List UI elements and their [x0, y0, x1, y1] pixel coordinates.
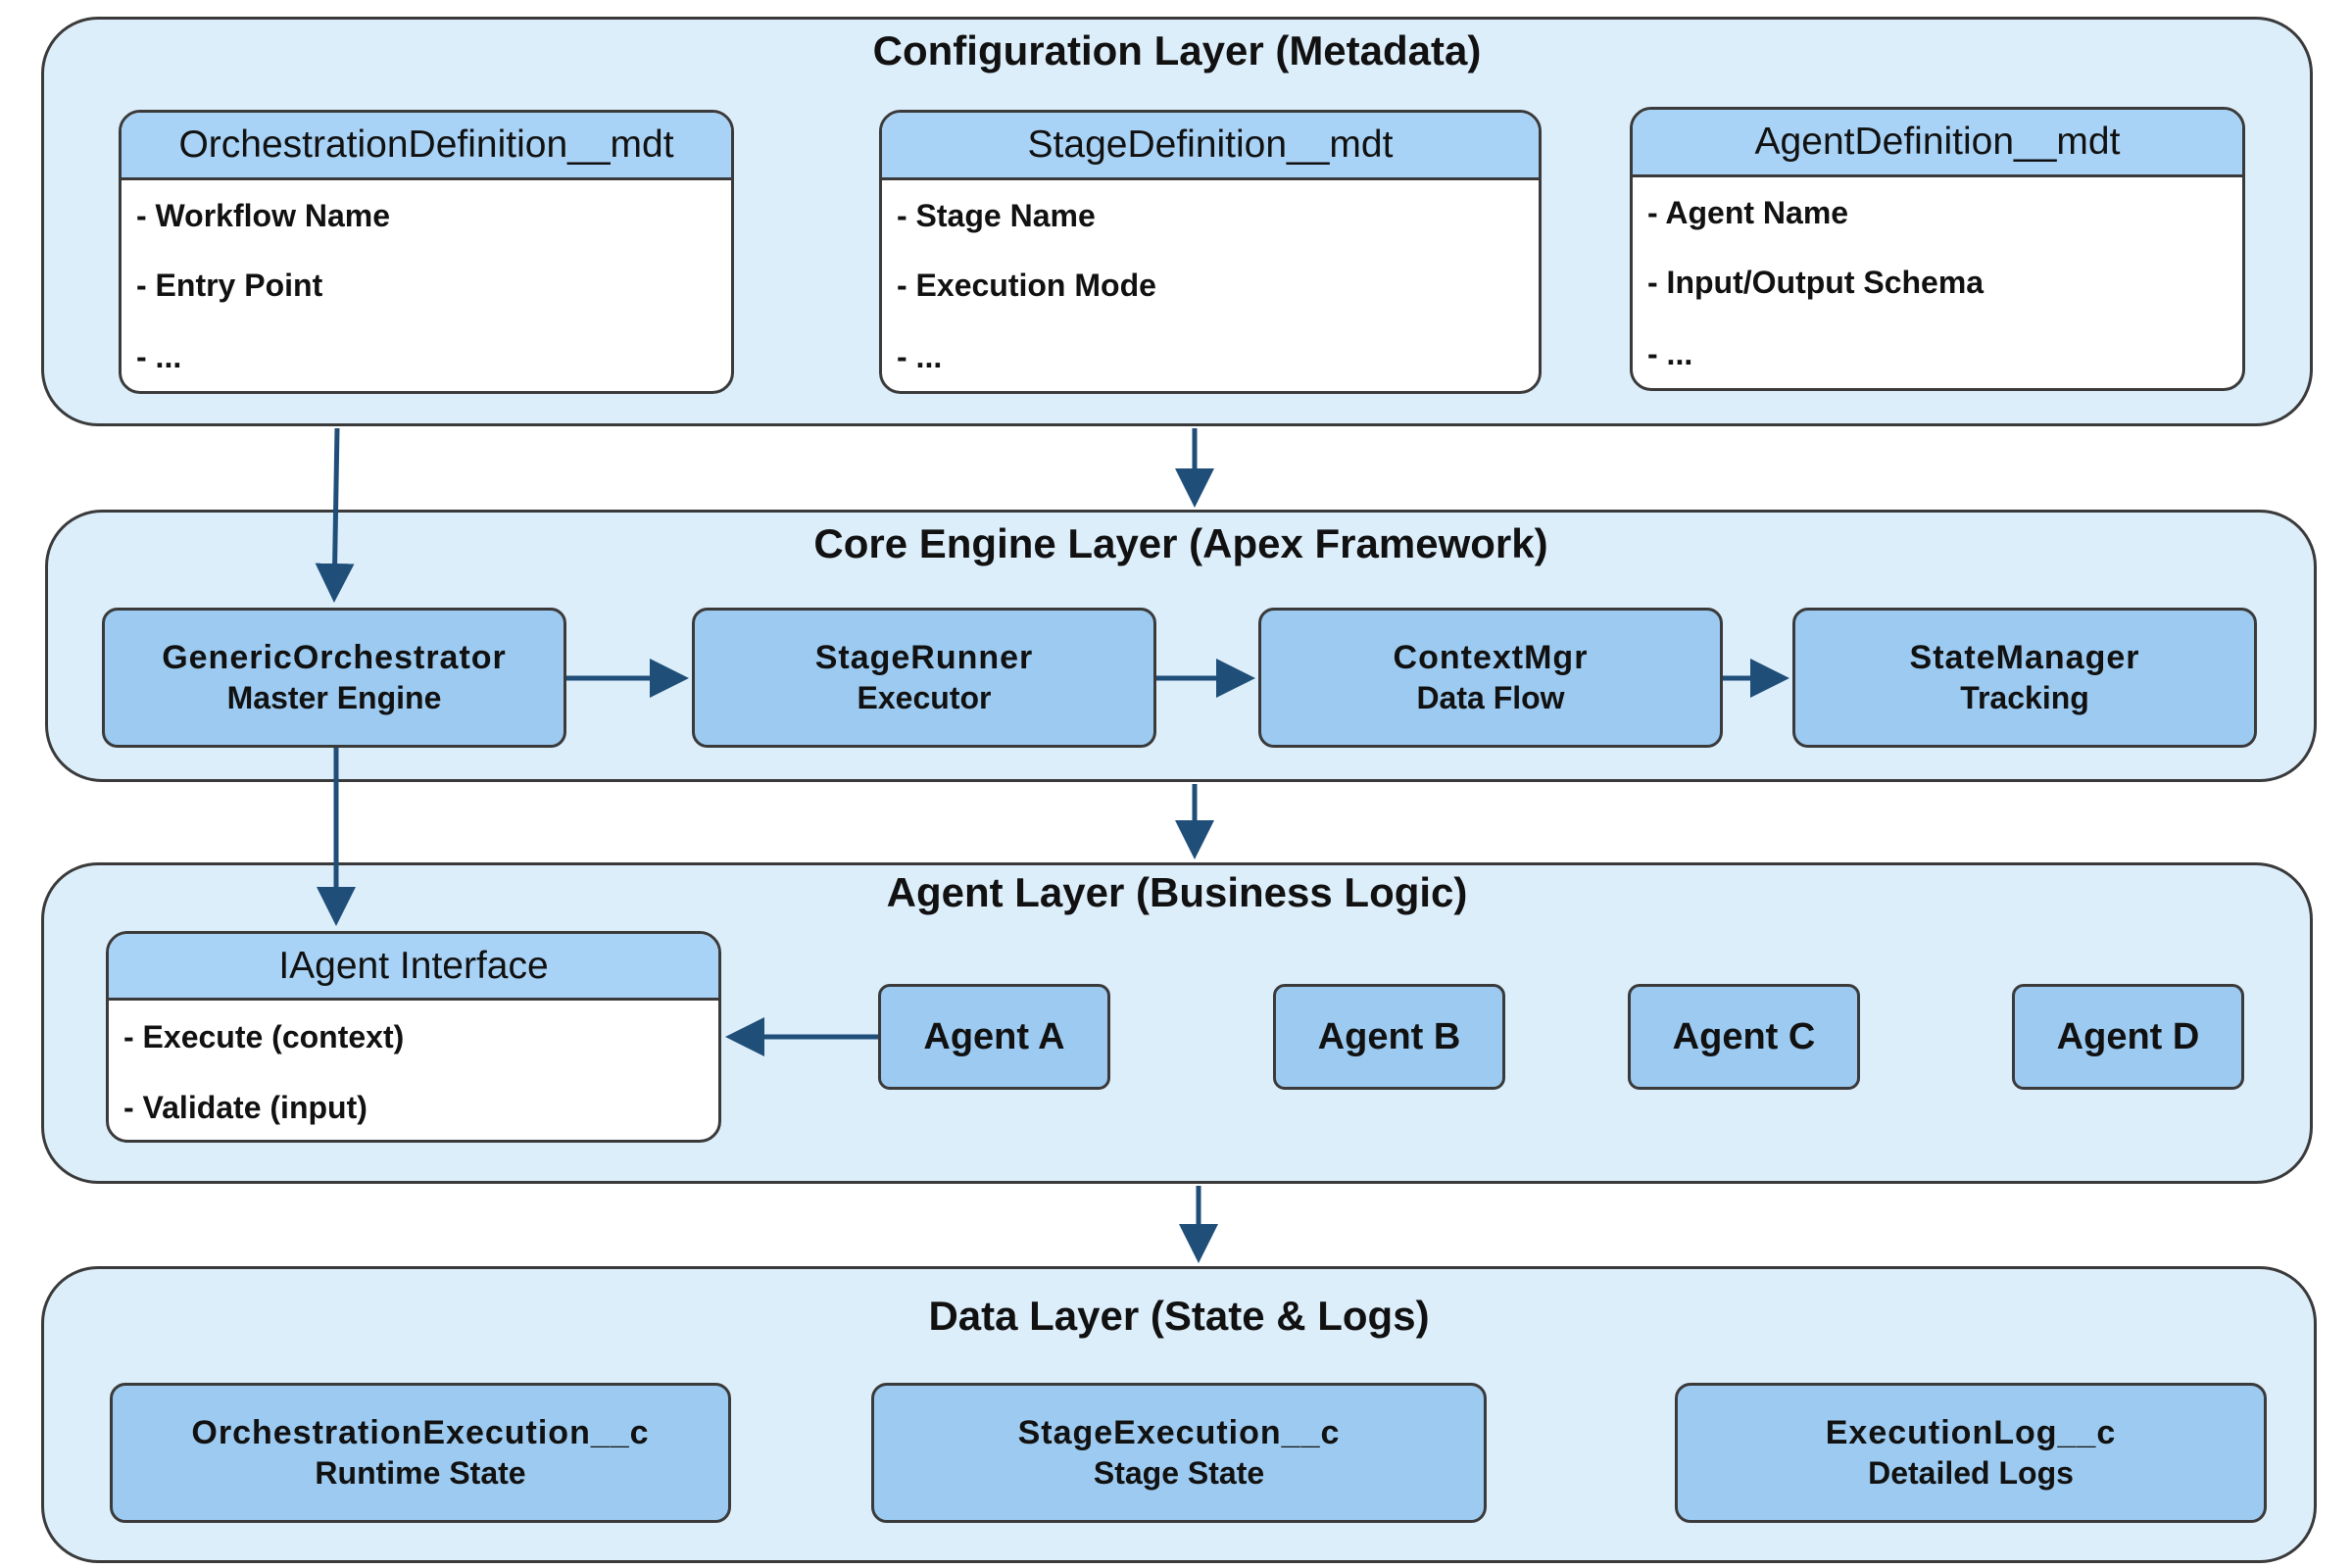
- configuration-layer-title: Configuration Layer (Metadata): [872, 27, 1482, 74]
- generic-orchestrator-role: Master Engine: [226, 679, 442, 715]
- arrow-orchestration-definition-to-generic-orchestrator: [315, 427, 355, 603]
- stage-definition-item: - ...: [897, 339, 943, 374]
- agent-layer-title: Agent Layer (Business Logic): [886, 869, 1468, 915]
- context-mgr-name: ContextMgr: [1393, 638, 1589, 676]
- orchestration-definition-header: OrchestrationDefinition__mdt: [122, 113, 731, 180]
- orchestration-execution-name: OrchestrationExecution__c: [191, 1413, 650, 1451]
- data-layer-title: Data Layer (State & Logs): [928, 1293, 1430, 1339]
- execution-log-box: ExecutionLog__c Detailed Logs: [1675, 1383, 2267, 1523]
- agent-a-box: Agent A: [878, 984, 1110, 1090]
- stage-runner-role: Executor: [857, 679, 992, 715]
- state-manager-role: Tracking: [1960, 679, 2089, 715]
- stage-execution-role: Stage State: [1093, 1454, 1265, 1491]
- iagent-interface-header: IAgent Interface: [109, 934, 718, 1001]
- state-manager-name: StateManager: [1909, 638, 2140, 676]
- stage-runner-box: StageRunner Executor: [692, 608, 1156, 748]
- state-manager-box: StateManager Tracking: [1792, 608, 2257, 748]
- stage-runner-name: StageRunner: [814, 638, 1034, 676]
- stage-definition-box: StageDefinition__mdt - Stage Name - Exec…: [879, 110, 1542, 394]
- iagent-interface-box: IAgent Interface - Execute (context) - V…: [106, 931, 721, 1143]
- stage-definition-header: StageDefinition__mdt: [882, 113, 1539, 180]
- agent-definition-item: - Agent Name: [1647, 195, 1849, 230]
- core-engine-layer-title: Core Engine Layer (Apex Framework): [813, 520, 1548, 566]
- generic-orchestrator-box: GenericOrchestrator Master Engine: [102, 608, 566, 748]
- stage-execution-name: StageExecution__c: [1017, 1413, 1341, 1451]
- execution-log-name: ExecutionLog__c: [1825, 1413, 2117, 1451]
- execution-log-role: Detailed Logs: [1868, 1454, 2074, 1491]
- orchestration-definition-item: - ...: [136, 339, 182, 374]
- orchestration-execution-role: Runtime State: [315, 1454, 526, 1491]
- agent-d-box: Agent D: [2012, 984, 2244, 1090]
- agent-definition-box: AgentDefinition__mdt - Agent Name - Inpu…: [1630, 107, 2245, 391]
- generic-orchestrator-name: GenericOrchestrator: [162, 638, 507, 676]
- agent-c-box: Agent C: [1628, 984, 1860, 1090]
- stage-execution-box: StageExecution__c Stage State: [871, 1383, 1487, 1523]
- iagent-interface-item: - Validate (input): [123, 1090, 368, 1125]
- agent-definition-header: AgentDefinition__mdt: [1633, 110, 2242, 177]
- stage-definition-item: - Stage Name: [897, 198, 1096, 233]
- orchestration-definition-box: OrchestrationDefinition__mdt - Workflow …: [119, 110, 734, 394]
- iagent-interface-item: - Execute (context): [123, 1019, 405, 1054]
- context-mgr-role: Data Flow: [1416, 679, 1565, 715]
- agent-definition-item: - ...: [1647, 336, 1693, 371]
- context-mgr-box: ContextMgr Data Flow: [1258, 608, 1723, 748]
- agent-definition-item: - Input/Output Schema: [1647, 265, 1984, 300]
- orchestration-definition-item: - Entry Point: [136, 268, 323, 303]
- stage-definition-item: - Execution Mode: [897, 268, 1156, 303]
- orchestration-definition-item: - Workflow Name: [136, 198, 390, 233]
- orchestration-execution-box: OrchestrationExecution__c Runtime State: [110, 1383, 731, 1523]
- agent-b-box: Agent B: [1273, 984, 1505, 1090]
